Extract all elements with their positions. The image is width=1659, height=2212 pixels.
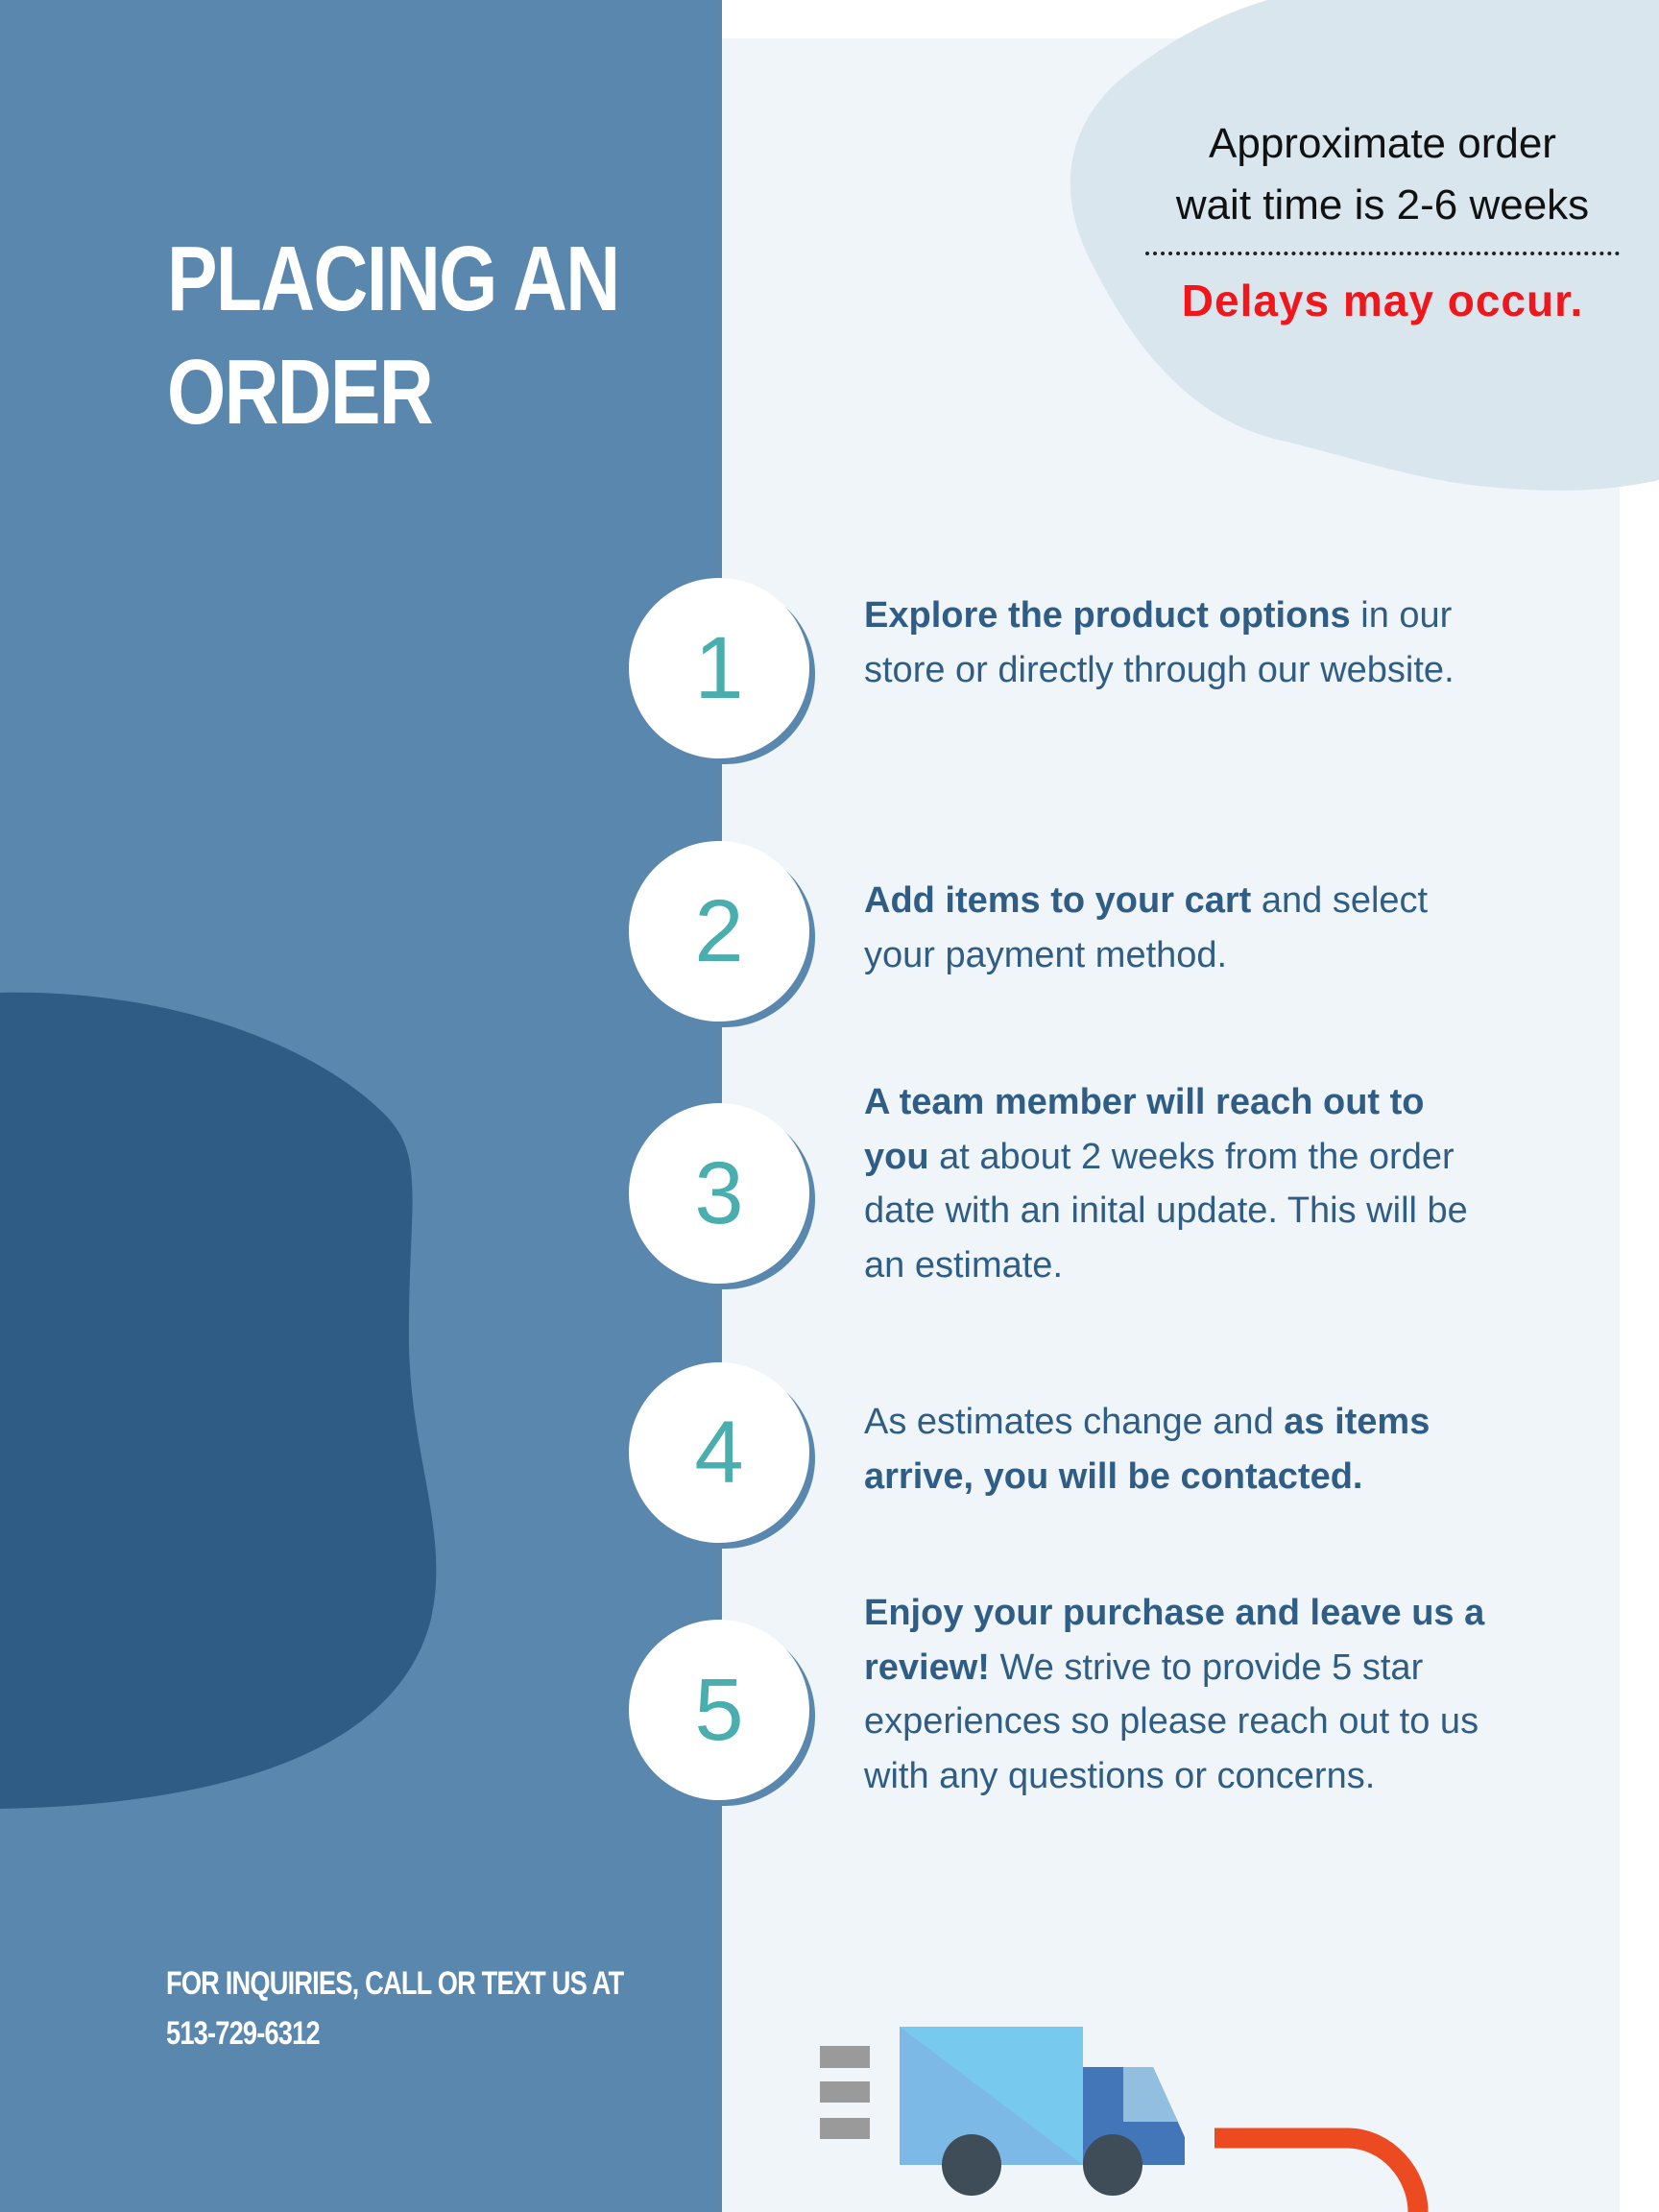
contact-phone[interactable]: 513-729-6312 [166,2015,321,2052]
step-2-text: Add items to your cart and select your p… [864,874,1498,982]
step-3-text: A team member will reach out to you at a… [864,1075,1498,1292]
step-3-number: 3 [694,1144,744,1242]
step-3-badge: 3 [629,1103,809,1284]
step-5-number: 5 [694,1661,744,1759]
delay-warning: Delays may occur. [1181,276,1584,325]
notice-line-1: Approximate order [1209,120,1556,167]
step-2-rest: and select your payment method. [864,880,1429,975]
step-4-pre: As estimates change and [864,1402,1285,1442]
step-1-badge: 1 [629,578,809,758]
step-1-bold: Explore the product options [864,595,1351,636]
step-4-text: As estimates change and as items arrive,… [864,1395,1498,1503]
step-2-bold: Add items to your cart [864,880,1252,921]
step-4-badge: 4 [629,1362,809,1543]
step-1-text: Explore the product options in our store… [864,589,1498,697]
wait-time-notice: Approximate order wait time is 2-6 weeks… [1114,113,1651,326]
step-5-bold: Enjoy your purchase and leave us a revie… [864,1593,1485,1688]
dotted-divider [1145,252,1620,255]
step-3-rest: at about 2 weeks from the order date wit… [864,1136,1468,1286]
page-title: PLACING AN ORDER [167,223,620,449]
step-4-bold: as items arrive, you will be contacted. [864,1402,1431,1497]
contact-label: FOR INQUIRIES, CALL OR TEXT US AT [166,1965,624,2002]
title-line-1: PLACING AN [167,228,620,330]
title-line-2: ORDER [167,341,434,444]
contact-info: FOR INQUIRIES, CALL OR TEXT US AT 513-72… [166,1959,624,2058]
decorative-dark-blob [0,992,437,1809]
step-5-badge: 5 [629,1620,809,1800]
step-5-rest: We strive to provide 5 star experiences … [864,1647,1479,1796]
step-5-text: Enjoy your purchase and leave us a revie… [864,1586,1498,1803]
step-1-rest: in our store or directly through our web… [864,595,1455,690]
step-2-badge: 2 [629,841,809,1022]
step-2-number: 2 [694,882,744,980]
notice-line-2: wait time is 2-6 weeks [1175,181,1590,228]
step-1-number: 1 [694,619,744,717]
step-3-bold: A team member will reach out to you [864,1082,1425,1177]
step-4-number: 4 [694,1404,744,1502]
left-panel: PLACING AN ORDER FOR INQUIRIES, CALL OR … [0,0,722,2212]
